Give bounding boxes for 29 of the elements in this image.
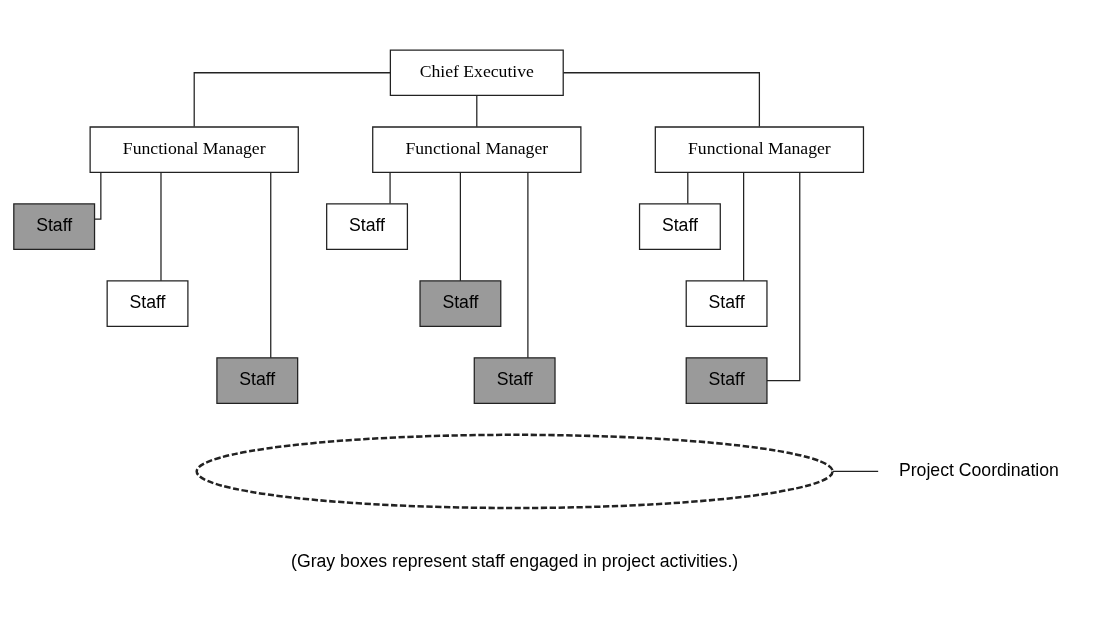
connector — [94, 171, 102, 220]
node-box: Chief Executive — [389, 48, 564, 96]
node-box: Staff — [106, 279, 189, 327]
connector — [832, 470, 879, 472]
node-box: Staff — [638, 202, 721, 250]
node-box: Staff — [473, 356, 556, 404]
node-box: Functional Manager — [89, 125, 299, 173]
connector — [766, 171, 801, 381]
connector — [687, 171, 689, 204]
connector — [160, 171, 162, 281]
node-text: Project Coordination — [898, 459, 1059, 480]
node-ellipse — [195, 433, 834, 509]
connector — [193, 71, 391, 127]
node-box: Staff — [685, 356, 768, 404]
label: (Gray boxes represent staff engaged in project activities.) — [291, 550, 739, 571]
node-box: Staff — [216, 356, 299, 404]
connector — [270, 171, 272, 358]
connector — [743, 171, 745, 281]
connector — [527, 171, 529, 358]
connector — [389, 171, 391, 204]
node-box: Functional Manager — [372, 125, 582, 173]
connector — [459, 171, 462, 281]
node-box: Staff — [685, 279, 768, 327]
node-box: Staff — [13, 202, 96, 250]
node-box: Staff — [419, 279, 502, 327]
connector — [476, 94, 478, 127]
node-box: Staff — [326, 202, 409, 250]
connector — [562, 71, 760, 127]
node-box: Functional Manager — [654, 125, 865, 173]
